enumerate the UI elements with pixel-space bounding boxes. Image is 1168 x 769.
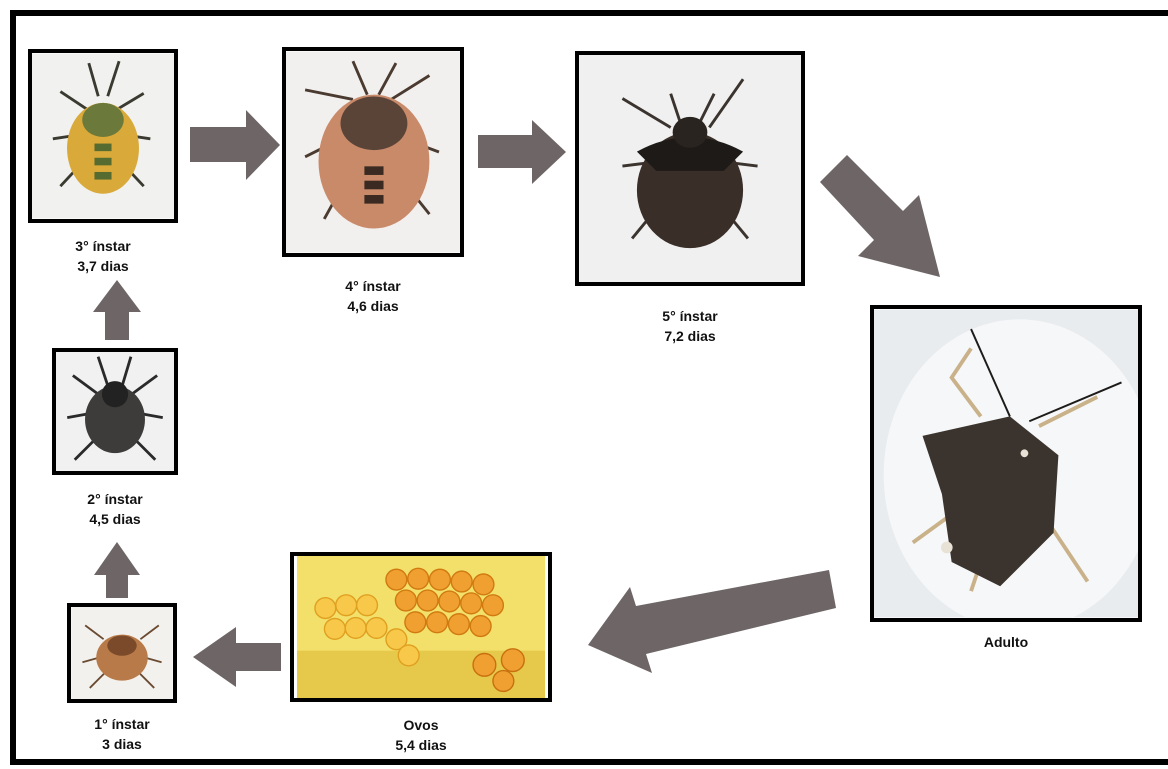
stage-duration: 5,4 dias bbox=[290, 735, 552, 755]
photo-instar3 bbox=[28, 49, 178, 223]
nymph-third-instar-icon bbox=[32, 53, 174, 219]
stage-name: 4° ínstar bbox=[282, 276, 464, 296]
egg-mass-icon bbox=[294, 556, 548, 698]
photo-instar4 bbox=[282, 47, 464, 257]
label-adult: Adulto bbox=[870, 632, 1142, 652]
label-instar5: 5° ínstar 7,2 dias bbox=[575, 306, 805, 346]
photo-instar1 bbox=[67, 603, 177, 703]
label-instar1: 1° ínstar 3 dias bbox=[67, 714, 177, 754]
stage-name: Ovos bbox=[290, 715, 552, 735]
label-instar3: 3° ínstar 3,7 dias bbox=[28, 236, 178, 276]
photo-adult bbox=[870, 305, 1142, 622]
nymph-second-instar-icon bbox=[56, 352, 174, 471]
photo-instar2 bbox=[52, 348, 178, 475]
label-instar2: 2° ínstar 4,5 dias bbox=[52, 489, 178, 529]
stage-name: Adulto bbox=[870, 632, 1142, 652]
stage-duration: 4,5 dias bbox=[52, 509, 178, 529]
stage-name: 1° ínstar bbox=[67, 714, 177, 734]
stage-name: 2° ínstar bbox=[52, 489, 178, 509]
stage-name: 5° ínstar bbox=[575, 306, 805, 326]
nymph-fifth-instar-icon bbox=[579, 55, 801, 282]
label-eggs: Ovos 5,4 dias bbox=[290, 715, 552, 755]
label-instar4: 4° ínstar 4,6 dias bbox=[282, 276, 464, 316]
photo-eggs bbox=[290, 552, 552, 702]
stage-name: 3° ínstar bbox=[28, 236, 178, 256]
nymph-fourth-instar-icon bbox=[286, 51, 460, 253]
adult-stink-bug-icon bbox=[874, 309, 1138, 618]
stage-duration: 4,6 dias bbox=[282, 296, 464, 316]
stage-duration: 7,2 dias bbox=[575, 326, 805, 346]
stage-duration: 3 dias bbox=[67, 734, 177, 754]
photo-instar5 bbox=[575, 51, 805, 286]
stage-duration: 3,7 dias bbox=[28, 256, 178, 276]
nymph-first-instar-icon bbox=[71, 607, 173, 699]
